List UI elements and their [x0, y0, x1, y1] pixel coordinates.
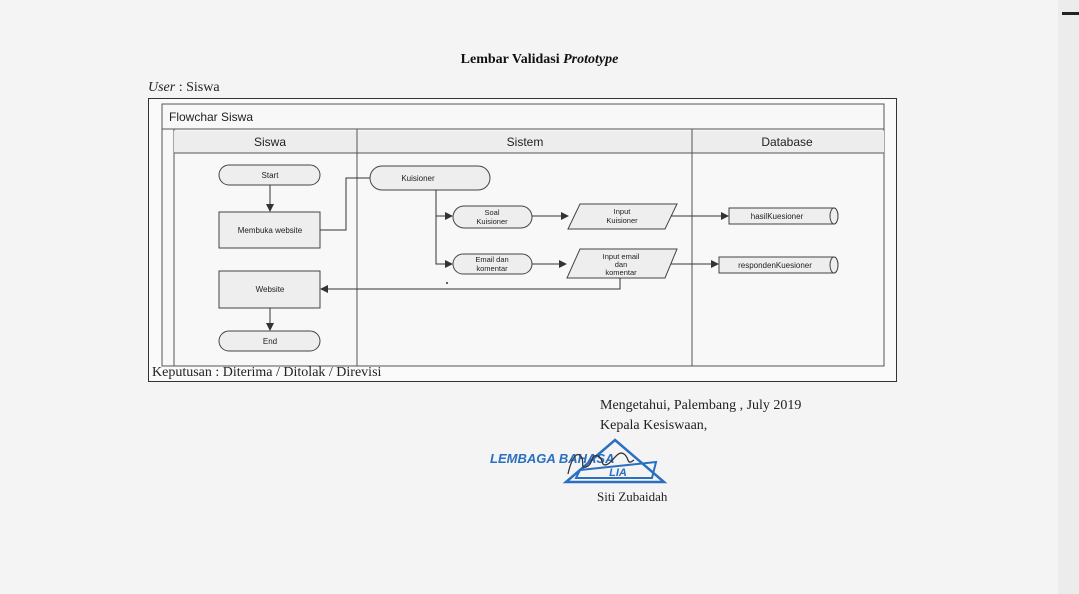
stamp-text: LEMBAGA BAHASA: [490, 451, 615, 466]
input-email-label-1: Input email: [603, 252, 640, 261]
signer-name: Siti Zubaidah: [597, 489, 668, 504]
responden-store-end: [829, 256, 839, 274]
input-email-label-2: dan: [615, 260, 628, 269]
input-email-label-3: komentar: [605, 268, 637, 277]
lane-header-bg: [174, 131, 884, 153]
scan-speck: [446, 282, 448, 284]
soal-label-1: Soal: [484, 208, 499, 217]
lia-logo-stamp: LIA: [562, 438, 668, 484]
start-label: Start: [262, 171, 280, 180]
soal-label-2: Kuisioner: [476, 217, 508, 226]
document-title: Lembar Validasi Prototype: [0, 52, 1079, 68]
email-label-2: komentar: [476, 264, 508, 273]
end-terminator: [218, 330, 321, 352]
logo-lia-text: LIA: [609, 467, 627, 479]
flowchart-title: Flowchar Siswa: [169, 110, 253, 124]
input-kuisioner-io: [567, 203, 678, 230]
kuisioner-label: Kuisioner: [401, 174, 435, 183]
arrow-input-website: [320, 278, 621, 293]
membuka-website-label: Membuka website: [238, 226, 303, 235]
title-main: Lembar Validasi: [460, 52, 560, 67]
soal-kuisioner-node: [452, 205, 533, 229]
decision-line: Keputusan : Diterima / Ditolak / Direvis…: [152, 365, 382, 380]
email-label-1: Email dan: [475, 255, 508, 264]
user-value: : Siswa: [178, 80, 220, 95]
user-line: User : Siswa: [148, 80, 220, 96]
input-email-io: [566, 248, 678, 279]
title-italic: Prototype: [563, 52, 619, 67]
arrow-membuka-kuisioner: [320, 174, 382, 231]
scan-edge-mark: [1062, 12, 1079, 15]
input-kuisioner-label-1: Input: [614, 207, 632, 216]
arrow-kuisioner-email: [435, 216, 453, 268]
sign-position: Kepala Kesiswaan,: [600, 418, 708, 433]
scan-edge: [1058, 0, 1079, 594]
sign-place-date: Mengetahui, Palembang , July 2019: [600, 398, 802, 413]
responden-kuesioner-label: respondenKuesioner: [738, 261, 812, 270]
website-label: Website: [256, 285, 285, 294]
kuisioner-display: [369, 165, 491, 191]
lane-sistem: Sistem: [507, 135, 544, 149]
logo-triangle: [562, 438, 668, 484]
lane-siswa: Siswa: [254, 135, 286, 149]
hasil-kuesioner-label: hasilKuesioner: [751, 212, 804, 221]
membuka-website-process: [218, 211, 321, 249]
hasil-store-end: [829, 207, 839, 225]
user-label: User: [148, 80, 176, 95]
logo-band: [574, 460, 658, 479]
input-kuisioner-label-2: Kuisioner: [606, 216, 638, 225]
end-label: End: [263, 337, 277, 346]
lane-database: Database: [761, 135, 813, 149]
handwritten-signature: [567, 452, 635, 475]
